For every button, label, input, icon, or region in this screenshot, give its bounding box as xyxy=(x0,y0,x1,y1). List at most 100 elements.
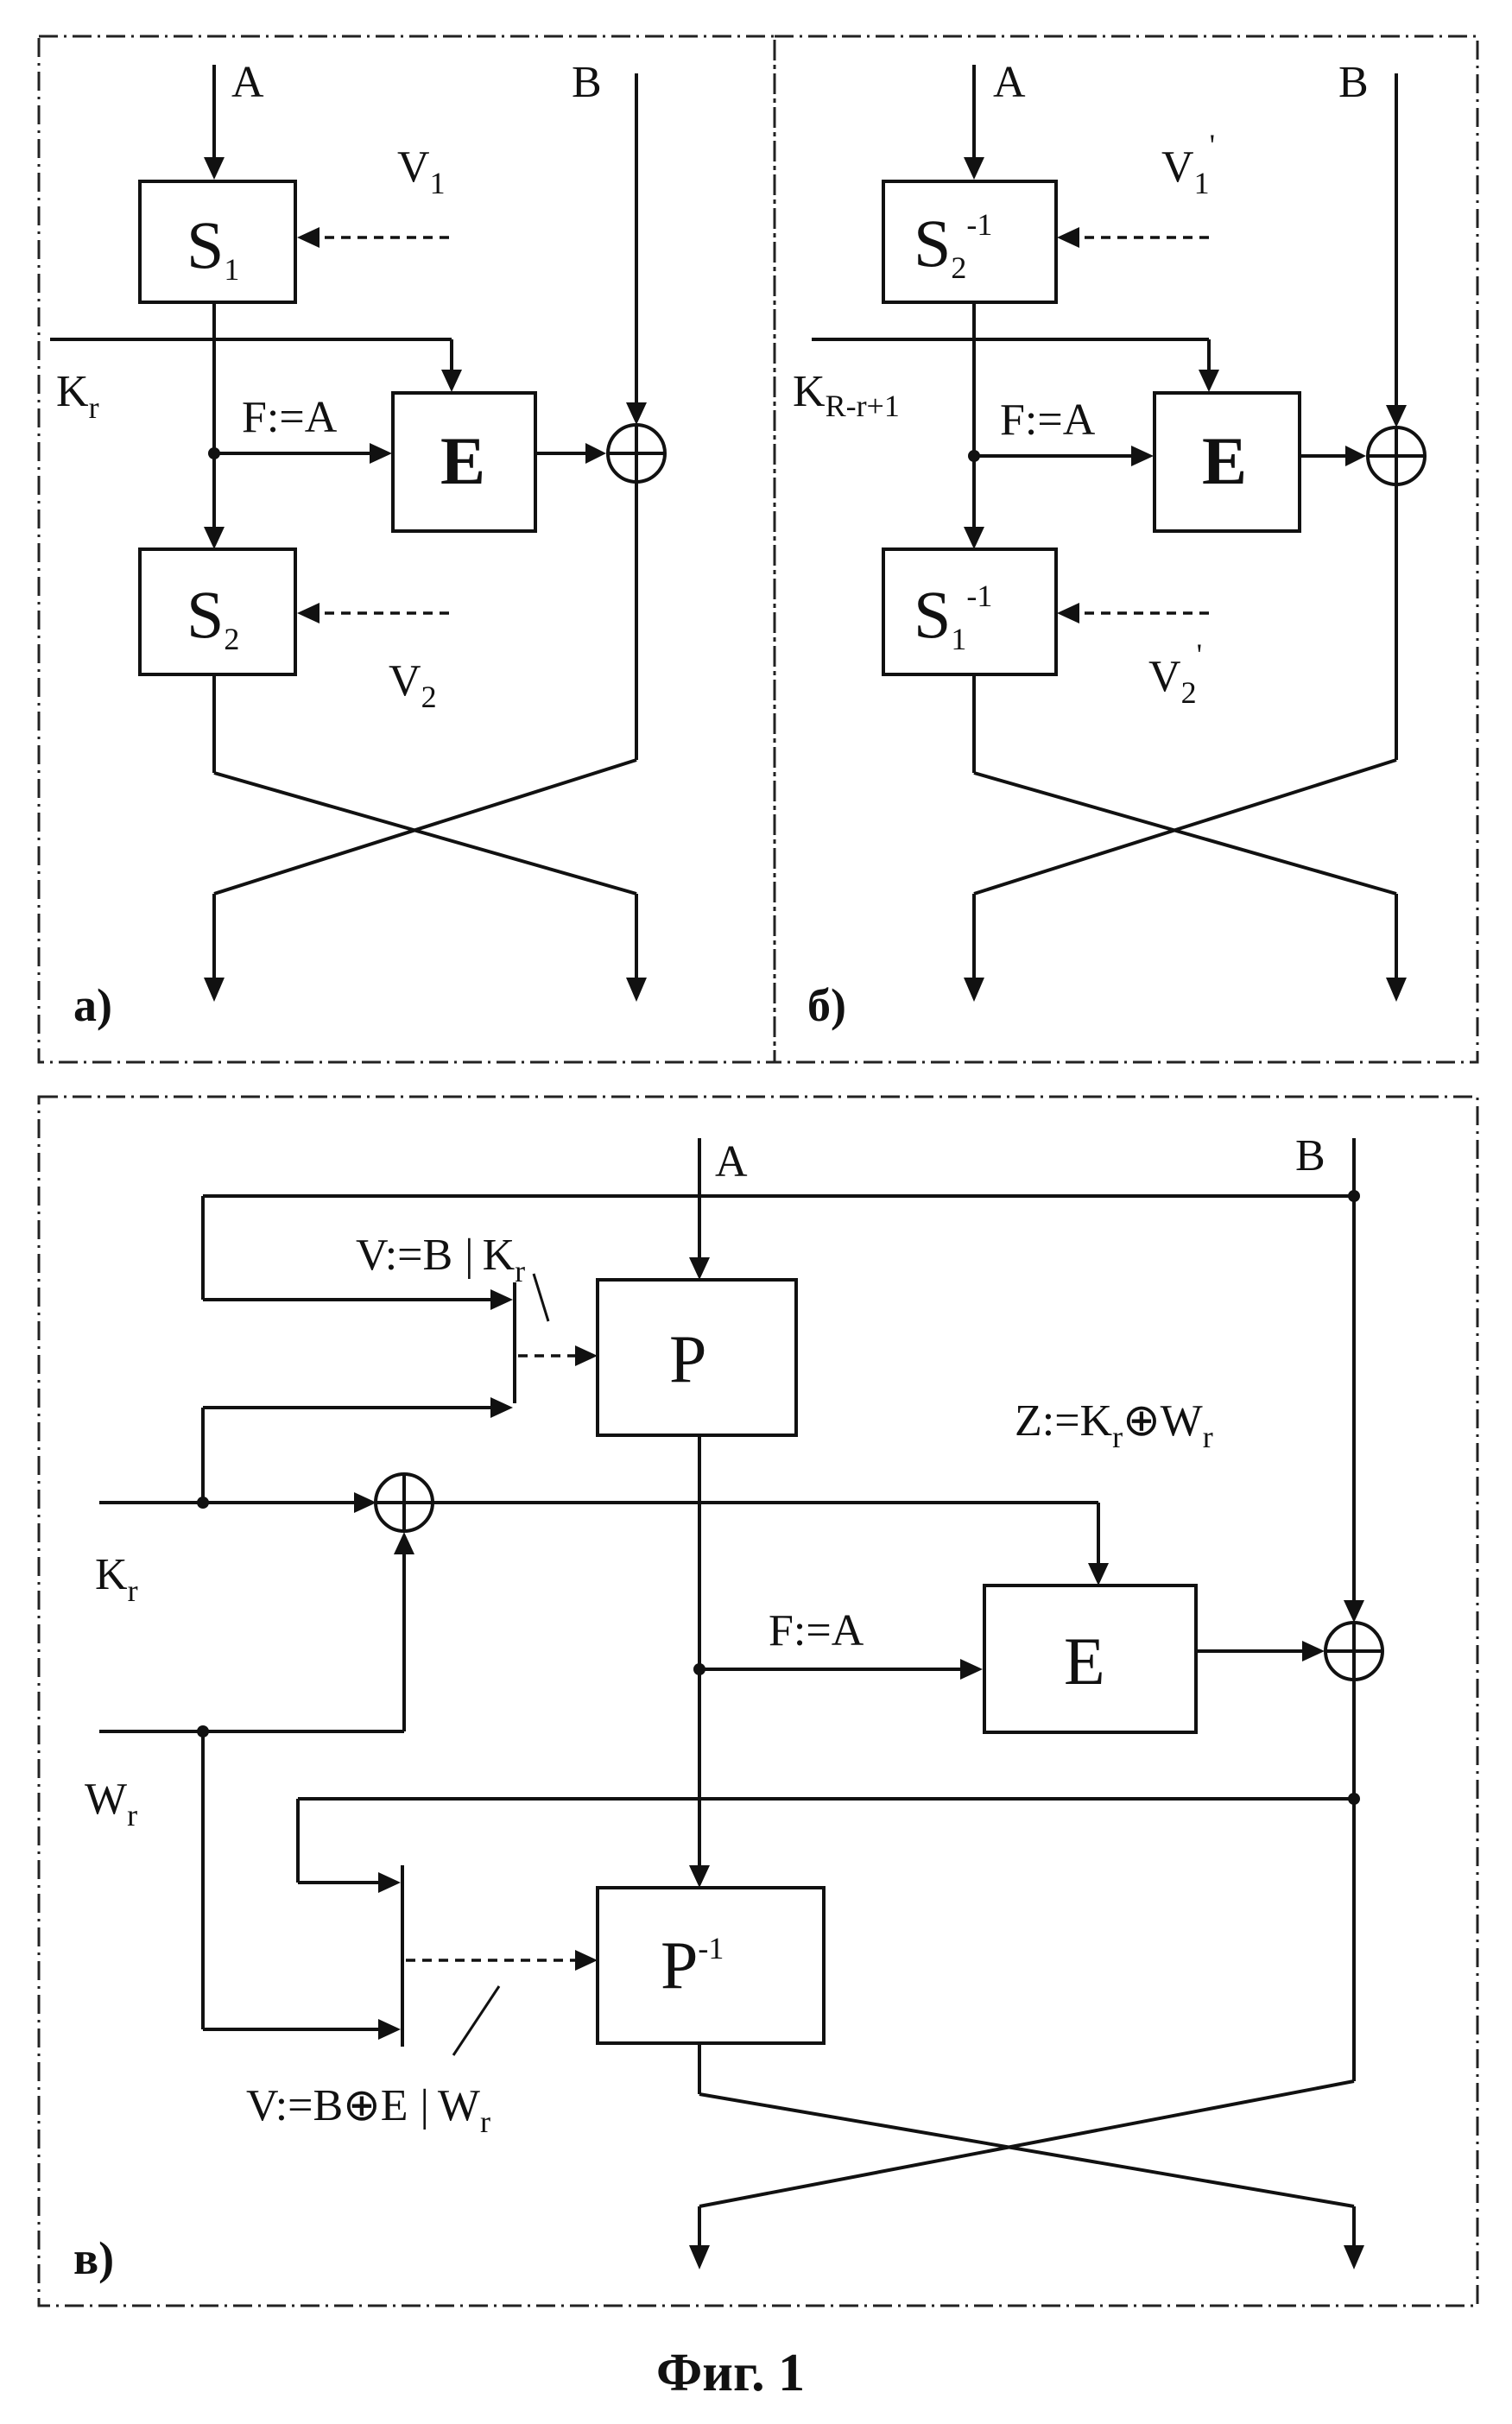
panel-a-tag: а) xyxy=(73,979,112,1031)
arrow-head xyxy=(964,157,984,180)
arrow-head xyxy=(394,1532,414,1554)
panel-c-input-a: A xyxy=(715,1137,748,1187)
svg-text:V1: V1 xyxy=(397,142,446,200)
panel-a: A B S1 V1 Kr F:=A E xyxy=(50,58,665,1031)
panel-a-f-label: F:=A xyxy=(242,393,338,442)
panel-c-pinv-base: P xyxy=(661,1927,698,2003)
svg-text:Kr: Kr xyxy=(95,1550,138,1608)
panel-b-bottom-sub: 1 xyxy=(951,622,966,656)
panel-b-v1-base: V xyxy=(1161,142,1194,192)
panel-a-s1-sub: 1 xyxy=(224,252,239,287)
panel-c-vbot-sep: | xyxy=(420,2081,428,2130)
panel-b-top-base: S xyxy=(914,206,951,281)
arrow-head xyxy=(1302,1641,1325,1661)
arrow-head xyxy=(204,527,225,549)
panel-c-vbot-prefix: V:=B⊕E xyxy=(246,2081,408,2130)
arrow-head xyxy=(1344,2245,1364,2269)
panel-c-input-b: B xyxy=(1295,1131,1325,1180)
panel-b-input-b: B xyxy=(1338,58,1369,107)
panel-c-z-wsub: r xyxy=(1203,1420,1213,1454)
arrow-head xyxy=(585,443,606,464)
panel-c-z-op: ⊕W xyxy=(1123,1396,1203,1446)
arrow-head xyxy=(490,1289,513,1310)
panel-b-box-top xyxy=(883,181,1056,302)
arrow-head xyxy=(1057,227,1079,248)
panel-b-e-label: E xyxy=(1202,423,1247,498)
arrow-head xyxy=(370,443,392,464)
panel-b-v2-sup: ' xyxy=(1197,637,1203,672)
svg-text:V2: V2 xyxy=(389,656,437,714)
svg-text:Wr: Wr xyxy=(85,1775,137,1832)
arrow-head xyxy=(1345,446,1366,466)
panel-c-key-sub: r xyxy=(128,1573,138,1608)
panel-c-f-label: F:=A xyxy=(769,1606,864,1655)
svg-text:Kr: Kr xyxy=(56,367,99,425)
arrow-head xyxy=(575,1345,598,1366)
panel-c-vtop-prefix: V:=B xyxy=(356,1231,452,1280)
arrow-head xyxy=(964,978,984,1002)
panel-a-e-label: E xyxy=(440,423,485,498)
svg-text:V:=B⊕E|Wr: V:=B⊕E|Wr xyxy=(246,2081,490,2139)
panel-c-vbot-base: W xyxy=(438,2081,480,2130)
arrow-head xyxy=(204,978,225,1002)
panel-c-w-base: W xyxy=(85,1775,127,1824)
panel-b-v1-sup: ' xyxy=(1210,128,1216,162)
panel-b-top-sub: 2 xyxy=(951,250,966,285)
panel-a-v1-base: V xyxy=(397,142,430,192)
panel-b-v2-base: V xyxy=(1148,652,1181,701)
arrow-head xyxy=(1131,446,1154,466)
panel-c-tag: в) xyxy=(73,2232,114,2284)
panel-a-v1-sub: 1 xyxy=(430,166,446,200)
panel-a-input-a: A xyxy=(231,58,264,107)
panel-a-v2-sub: 2 xyxy=(421,680,437,714)
panel-b-tag: б) xyxy=(807,979,846,1031)
arrow-head xyxy=(1057,603,1079,623)
arrow-head xyxy=(964,527,984,549)
svg-text:V:=B|Kr: V:=B |Kr xyxy=(356,1231,525,1288)
panel-a-v2-base: V xyxy=(389,656,421,706)
svg-text:KR-r+1: KR-r+1 xyxy=(793,367,900,423)
arrow-head xyxy=(689,2245,710,2269)
panel-a-s1-base: S xyxy=(187,207,224,282)
svg-text:V2': V2' xyxy=(1148,637,1202,710)
panel-c: A B V:=B|Kr P Z:=Kr⊕Wr Kr xyxy=(73,1131,1382,2284)
panel-c-vtop-base: K xyxy=(483,1231,516,1280)
arrow-head xyxy=(378,2019,401,2040)
svg-text:V1': V1' xyxy=(1161,128,1215,200)
arrow-head xyxy=(490,1397,513,1418)
panel-c-z-prefix: Z:=K xyxy=(1015,1396,1113,1446)
panel-a-key-sub: r xyxy=(89,390,99,425)
panel-a-input-b: B xyxy=(572,58,602,107)
panel-b-v2-sub: 2 xyxy=(1181,675,1197,710)
panel-b-f-label: F:=A xyxy=(1000,396,1096,445)
arrow-head xyxy=(1386,978,1407,1002)
panel-c-pinv-sup: -1 xyxy=(698,1931,724,1965)
arrow-head xyxy=(689,1865,710,1888)
arrow-head xyxy=(441,370,462,392)
panel-c-e-label: E xyxy=(1064,1623,1105,1699)
arrow-head xyxy=(1344,1600,1364,1623)
panel-b-bottom-sup: -1 xyxy=(966,579,992,613)
arrow-head xyxy=(575,1950,598,1971)
arrow-head xyxy=(689,1257,710,1280)
arrow-head xyxy=(297,603,319,623)
arrow-head xyxy=(354,1492,376,1513)
panel-b: A B S2-1 V1' KR-r+1 F:=A E xyxy=(793,58,1425,1031)
panel-c-box-pinv xyxy=(598,1888,824,2043)
arrow-head xyxy=(1199,370,1219,392)
panel-b-frame xyxy=(775,36,1477,1062)
panel-c-w-sub: r xyxy=(127,1798,137,1832)
arrow-head xyxy=(1386,405,1407,427)
arrow-head xyxy=(626,978,647,1002)
panel-b-key-base: K xyxy=(793,367,826,416)
panel-b-bottom-base: S xyxy=(914,577,951,652)
panel-c-z-ksub: r xyxy=(1112,1420,1123,1454)
panel-c-vbot-sub: r xyxy=(480,2104,490,2139)
arrow-head xyxy=(378,1872,401,1893)
arrow-head xyxy=(1088,1563,1109,1585)
panel-c-vtop-sep: | xyxy=(465,1231,473,1280)
svg-text:Z:=Kr⊕Wr: Z:=Kr⊕Wr xyxy=(1015,1396,1213,1454)
panel-a-s2-base: S xyxy=(187,577,224,652)
panel-c-vtop-sub: r xyxy=(515,1254,525,1288)
